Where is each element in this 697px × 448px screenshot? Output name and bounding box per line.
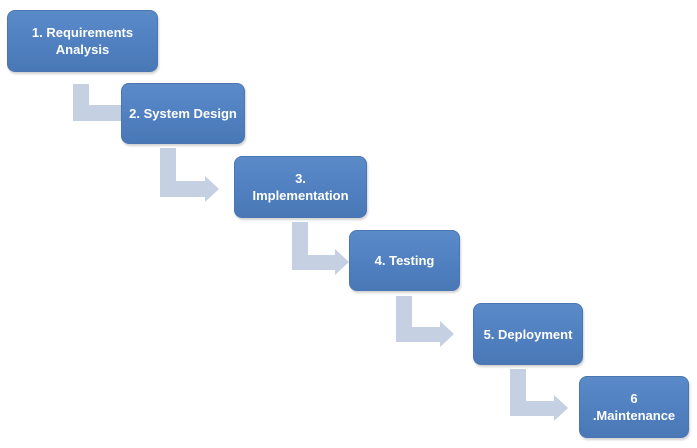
step-label: 5. Deployment <box>483 326 573 342</box>
arrow-1-to-2 <box>73 84 121 121</box>
step-maintenance: 6 .Maintenance <box>579 376 689 438</box>
step-label: 2. System Design <box>129 106 237 121</box>
step-label: 1. Requirements Analysis <box>31 25 134 57</box>
arrow-3-to-4 <box>292 222 349 275</box>
step-implementation: 3. Implementation <box>234 156 367 218</box>
step-label: 4. Testing <box>374 253 435 268</box>
arrow-4-to-5 <box>396 296 454 347</box>
step-label: 6 .Maintenance <box>592 391 676 423</box>
step-system-design: 2. System Design <box>121 83 245 144</box>
arrow-5-to-6 <box>510 369 568 421</box>
step-label: 3. Implementation <box>252 171 349 203</box>
step-requirements-analysis: 1. Requirements Analysis <box>7 10 158 72</box>
step-deployment: 5. Deployment <box>473 303 583 365</box>
step-testing: 4. Testing <box>349 230 460 291</box>
arrow-2-to-3 <box>160 148 219 202</box>
